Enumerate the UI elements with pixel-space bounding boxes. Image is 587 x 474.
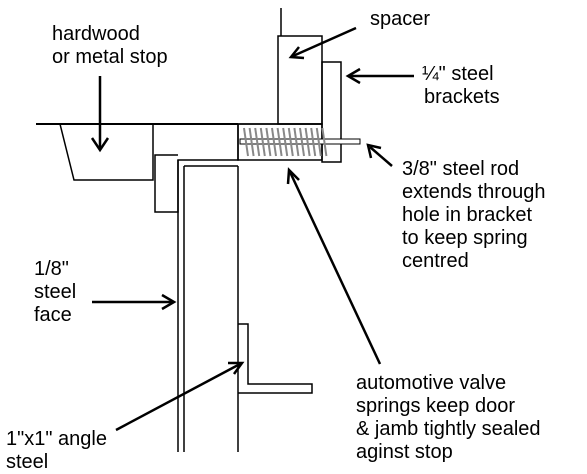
angle-label-line-1: 1"x1" angle <box>6 428 107 450</box>
steel-rod <box>239 138 361 145</box>
spacer-label-line-1: spacer <box>370 8 431 30</box>
rod-label-line-2: extends through <box>402 181 546 203</box>
spacer-label: spacer <box>370 8 430 31</box>
spacer-arrow <box>292 26 357 58</box>
rod-arrow <box>369 146 393 167</box>
brackets-label-line-2: brackets <box>424 86 500 108</box>
spring-coil <box>304 127 311 157</box>
spring-coil <box>310 127 317 157</box>
face-label-line-1: 1/8" <box>34 258 69 280</box>
springs-label-line-3: & jamb tightly sealed <box>356 418 541 440</box>
springs-label-line-4: aginst stop <box>356 441 453 463</box>
springs-label: automotive valve springs keep door & jam… <box>356 372 541 464</box>
steel-face <box>177 160 238 452</box>
spring-coil <box>282 127 289 157</box>
spring-coil <box>254 127 261 157</box>
spring-coil <box>321 127 328 157</box>
rod-label-line-1: 3/8" steel rod <box>402 158 520 180</box>
door-frame-step <box>154 124 239 213</box>
springs-label-line-1: automotive valve <box>356 372 507 394</box>
stop-label-line-2: or metal stop <box>52 46 168 68</box>
spring-coil <box>287 127 294 157</box>
hardwood-stop <box>59 123 154 181</box>
brackets-label: ¼" steel brackets <box>422 63 500 109</box>
arrows <box>90 26 414 432</box>
face-label-line-2: steel <box>34 281 77 303</box>
spring-coil <box>265 127 272 157</box>
face-label-line-3: face <box>34 304 72 326</box>
stop-label-line-1: hardwood <box>52 23 140 45</box>
rod-arrowhead <box>366 143 382 159</box>
angle-arrowhead <box>228 361 245 375</box>
rod-label: 3/8" steel rod extends through hole in b… <box>402 158 545 273</box>
spring-coil <box>276 127 283 157</box>
face-label: 1/8" steel face <box>34 258 76 327</box>
spring-coil <box>248 127 255 157</box>
springs-arrow <box>288 171 382 365</box>
stop-label: hardwood or metal stop <box>52 23 168 69</box>
face-arrowhead <box>161 293 177 311</box>
angle-label: 1"x1" angle steel <box>6 428 107 474</box>
spring-coil <box>271 127 277 157</box>
spring-coil <box>259 127 266 157</box>
rod-label-line-3: hole in bracket <box>402 204 533 226</box>
spring-coil <box>315 127 322 157</box>
brackets-arrowhead <box>345 67 361 85</box>
springs-label-line-2: springs keep door <box>356 395 515 417</box>
angle-arrow <box>115 362 241 432</box>
spring-coil <box>243 127 249 157</box>
steel-bracket <box>321 61 342 163</box>
angle-label-line-2: steel <box>6 451 49 473</box>
brackets-label-line-1: ¼" steel <box>422 63 494 85</box>
rod-label-line-4: to keep spring <box>402 227 528 249</box>
springs-arrowhead <box>286 167 300 185</box>
stop-arrowhead <box>90 137 110 153</box>
spring-coil <box>299 127 305 157</box>
spring-coil <box>293 127 300 157</box>
valve-spring <box>243 127 328 157</box>
spacer-arrowhead <box>288 46 305 60</box>
angle-steel <box>238 323 313 394</box>
spacer-block <box>277 35 323 125</box>
rod-label-line-5: centred <box>402 250 469 272</box>
